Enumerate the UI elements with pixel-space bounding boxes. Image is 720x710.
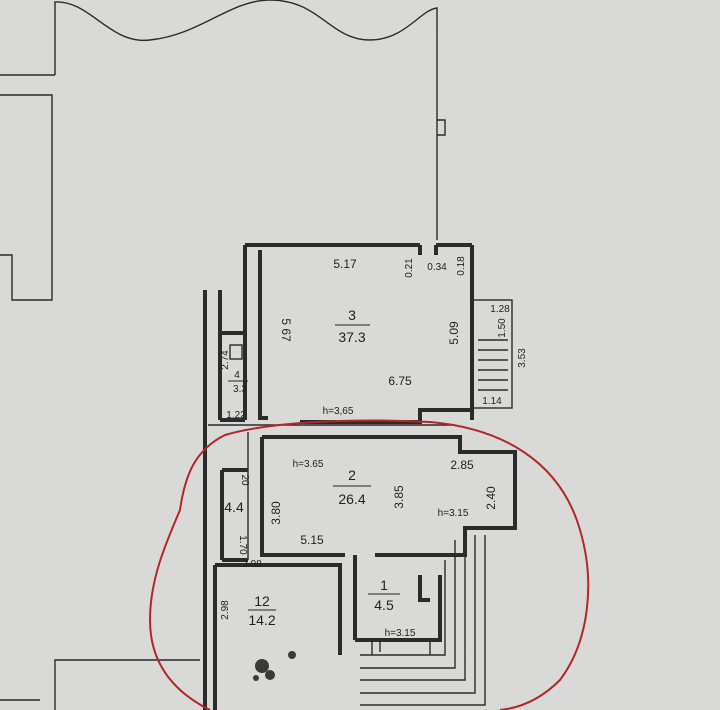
room-12-walls <box>213 563 342 710</box>
dim-1-50: 1.50 <box>497 318 508 338</box>
stair-block-upper <box>471 299 513 409</box>
room-4-walls <box>203 290 245 710</box>
room-1-walls <box>353 555 442 642</box>
room-1-number: 1 <box>380 577 388 593</box>
dim-1-70: 1.70 <box>237 535 248 555</box>
small-room-walls <box>220 468 248 562</box>
height-3-15-room1: h=3.15 <box>385 628 416 639</box>
dim-3-80: 3.80 <box>269 501 283 525</box>
dim-1-22: 1.22 <box>226 410 246 421</box>
red-marker-outline <box>148 419 590 710</box>
dim-5-15: 5.15 <box>300 533 324 547</box>
dim-5-17: 5.17 <box>333 257 357 271</box>
dim-1-14: 1.14 <box>482 396 502 407</box>
lower-left-outline <box>0 659 200 710</box>
dim-3-98: 3.98 <box>242 559 262 570</box>
dim-3-53: 3.53 <box>517 348 528 368</box>
dim-6-75: 6.75 <box>388 374 412 388</box>
dim-2-98: 2.98 <box>220 600 231 620</box>
dim-2-74: 2.74 <box>220 350 231 370</box>
height-3-15-right: h=3.15 <box>438 508 469 519</box>
sink-symbol <box>229 344 243 360</box>
dim-0-21: 0.21 <box>404 258 415 278</box>
room-2-area: 26.4 <box>338 491 365 507</box>
small-room-area: 4.4 <box>224 499 244 515</box>
dim-0-18: 0.18 <box>456 256 467 276</box>
height-3-65-room2: h=3.65 <box>293 459 324 470</box>
dim-5-09: 5.09 <box>447 321 461 345</box>
left-building-outline <box>0 74 446 301</box>
middle-slab <box>208 424 455 560</box>
height-3-65-upper: h=3,65 <box>323 406 354 417</box>
dim-2-85: 2.85 <box>450 458 474 472</box>
room-12-number: 12 <box>254 593 270 609</box>
ink-stain <box>253 651 296 681</box>
room-4-area: 3.3 <box>233 384 247 395</box>
room-3-bottom-wall <box>300 408 472 424</box>
dim-1-28: 1.28 <box>490 304 510 315</box>
dim-0-34: 0.34 <box>427 262 447 273</box>
room-4-number: 4 <box>234 370 240 381</box>
dim-3-85: 3.85 <box>392 485 406 509</box>
dim-5-67: 5 67 <box>279 318 293 342</box>
room-2-number: 2 <box>348 467 356 483</box>
room-3-number: 3 <box>348 307 356 323</box>
room-3-area: 37.3 <box>338 329 365 345</box>
room-1-area: 4.5 <box>374 597 394 613</box>
dim-2-40: 2.40 <box>484 486 498 510</box>
lower-stairs <box>360 535 486 706</box>
upper-building-outline <box>54 0 438 240</box>
dim-20: 20 <box>239 474 250 486</box>
room-12-area: 14.2 <box>248 612 275 628</box>
